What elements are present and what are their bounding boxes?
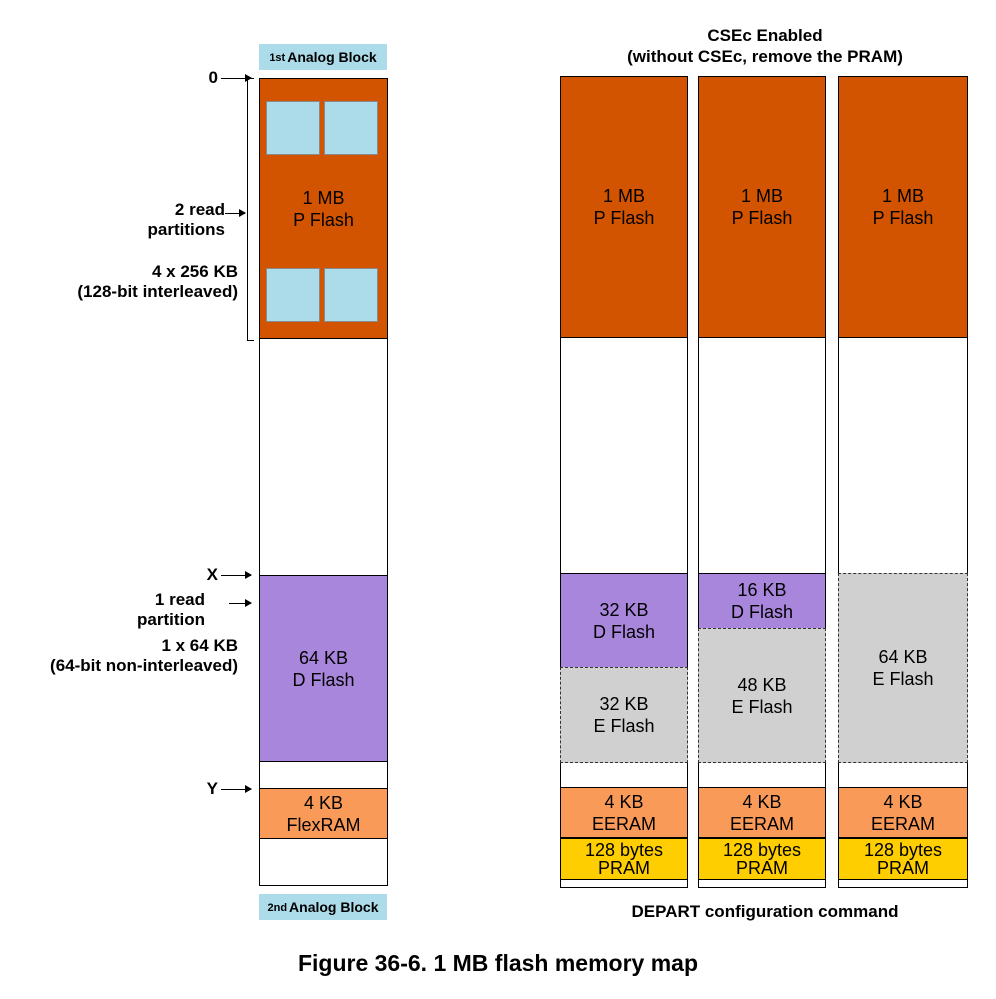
col2-dflash-label: D Flash (730, 602, 793, 622)
marker-y: Y (206, 779, 218, 798)
col1-eflash: 32 KB E Flash (560, 667, 688, 763)
col3-pflash-label: P Flash (872, 208, 934, 228)
col1-dflash-size: 32 KB (599, 599, 649, 620)
col2-pram-label: PRAM (735, 858, 788, 878)
col3-eeram-label: EERAM (870, 813, 935, 834)
one-partition-arrow-icon (229, 599, 252, 607)
col1-eflash-size: 32 KB (599, 694, 649, 714)
col1-dflash-label: D Flash (592, 621, 655, 642)
col3-eflash-size: 64 KB (878, 647, 928, 667)
interleave-annotation: 4 x 256 KB (128-bit interleaved) (20, 262, 238, 302)
one-interleave-line2: (64-bit non-interleaved) (50, 656, 238, 675)
csec-title: CSEc Enabled (without CSEc, remove the P… (560, 25, 970, 67)
left-pflash-label: P Flash (293, 209, 354, 230)
depart-footer: DEPART configuration command (631, 902, 899, 921)
pflash-bracket (247, 78, 254, 341)
marker-x-arrow-icon (221, 571, 252, 579)
col1-pram-size: 128 bytes (584, 840, 664, 860)
col3-eeram: 4 KB EERAM (838, 787, 968, 838)
analog-block-2-label: 2nd Analog Block (259, 894, 387, 920)
col2-pflash-label: P Flash (731, 208, 793, 228)
analog-block-2-text: Analog Block (289, 899, 379, 915)
read-partitions-line2: partitions (147, 220, 225, 239)
analog-block-1-ordinal: 1st (269, 52, 286, 64)
read-partitions-arrow-icon (225, 209, 246, 217)
col2-pram-size: 128 bytes (722, 840, 802, 860)
col1-pram-label: PRAM (597, 858, 650, 878)
col2-eflash-label: E Flash (731, 696, 793, 717)
col3-pram-size: 128 bytes (863, 840, 943, 860)
col2-pflash: 1 MB P Flash (698, 76, 826, 338)
col3-pflash: 1 MB P Flash (838, 76, 968, 338)
col3-pram-label: PRAM (876, 858, 929, 878)
interleave-line1: 4 x 256 KB (152, 262, 238, 281)
col2-dflash: 16 KB D Flash (698, 573, 826, 629)
col1-eeram-label: EERAM (591, 813, 656, 834)
col3-pflash-size: 1 MB (881, 186, 924, 206)
one-partition-line2: partition (137, 610, 205, 629)
col2-eeram-label: EERAM (729, 813, 794, 834)
one-interleave-line1: 1 x 64 KB (161, 636, 238, 655)
marker-x: X (206, 565, 218, 584)
one-partition-line1: 1 read (154, 590, 205, 609)
col2-eeram: 4 KB EERAM (698, 787, 826, 838)
analog-block-2-ordinal: 2nd (267, 902, 288, 914)
csec-title-line2: (without CSEc, remove the PRAM) (627, 47, 903, 66)
col2-dflash-size: 16 KB (737, 580, 787, 600)
col2-eeram-size: 4 KB (742, 791, 782, 812)
left-flexram-label: FlexRAM (286, 814, 361, 835)
col1-eeram-size: 4 KB (604, 791, 644, 812)
col1-pflash-label: P Flash (593, 208, 655, 228)
analog-block-1-label: 1st Analog Block (259, 44, 387, 70)
left-pflash-size: 1 MB (302, 187, 345, 208)
left-dflash-size: 64 KB (298, 647, 349, 668)
pflash-subblock-1 (266, 101, 320, 155)
col3-pram: 128 bytes PRAM (838, 838, 968, 880)
csec-title-line1: CSEc Enabled (707, 26, 823, 45)
read-partitions-line1: 2 read (174, 200, 225, 219)
pflash-subblock-3 (266, 268, 320, 322)
col3-eflash-label: E Flash (872, 669, 934, 689)
col3-eflash: 64 KB E Flash (838, 573, 968, 763)
figure-caption: Figure 36-6. 1 MB flash memory map (297, 950, 699, 976)
left-dflash-label: D Flash (292, 669, 355, 690)
one-partition-annotation: 1 read partition (60, 590, 205, 630)
col1-pflash: 1 MB P Flash (560, 76, 688, 338)
col1-pram: 128 bytes PRAM (560, 838, 688, 880)
interleave-line2: (128-bit interleaved) (77, 282, 238, 301)
left-flexram-size: 4 KB (303, 792, 344, 813)
analog-block-1-text: Analog Block (287, 49, 377, 65)
col1-eflash-label: E Flash (593, 716, 655, 736)
read-partitions-annotation: 2 read partitions (60, 200, 225, 240)
left-flexram-block: 4 KB FlexRAM (259, 788, 388, 839)
col2-eflash: 48 KB E Flash (698, 628, 826, 763)
col2-pflash-size: 1 MB (740, 186, 783, 206)
one-interleave-annotation: 1 x 64 KB (64-bit non-interleaved) (5, 636, 238, 676)
col1-dflash: 32 KB D Flash (560, 573, 688, 668)
left-dflash-block: 64 KB D Flash (259, 575, 388, 762)
col2-pram: 128 bytes PRAM (698, 838, 826, 880)
pflash-subblock-2 (324, 101, 378, 155)
col1-eeram: 4 KB EERAM (560, 787, 688, 838)
col2-eflash-size: 48 KB (737, 674, 787, 695)
col1-pflash-size: 1 MB (602, 186, 645, 206)
marker-zero: 0 (208, 68, 218, 87)
col3-eeram-size: 4 KB (883, 791, 923, 812)
marker-y-arrow-icon (221, 785, 252, 793)
pflash-subblock-4 (324, 268, 378, 322)
